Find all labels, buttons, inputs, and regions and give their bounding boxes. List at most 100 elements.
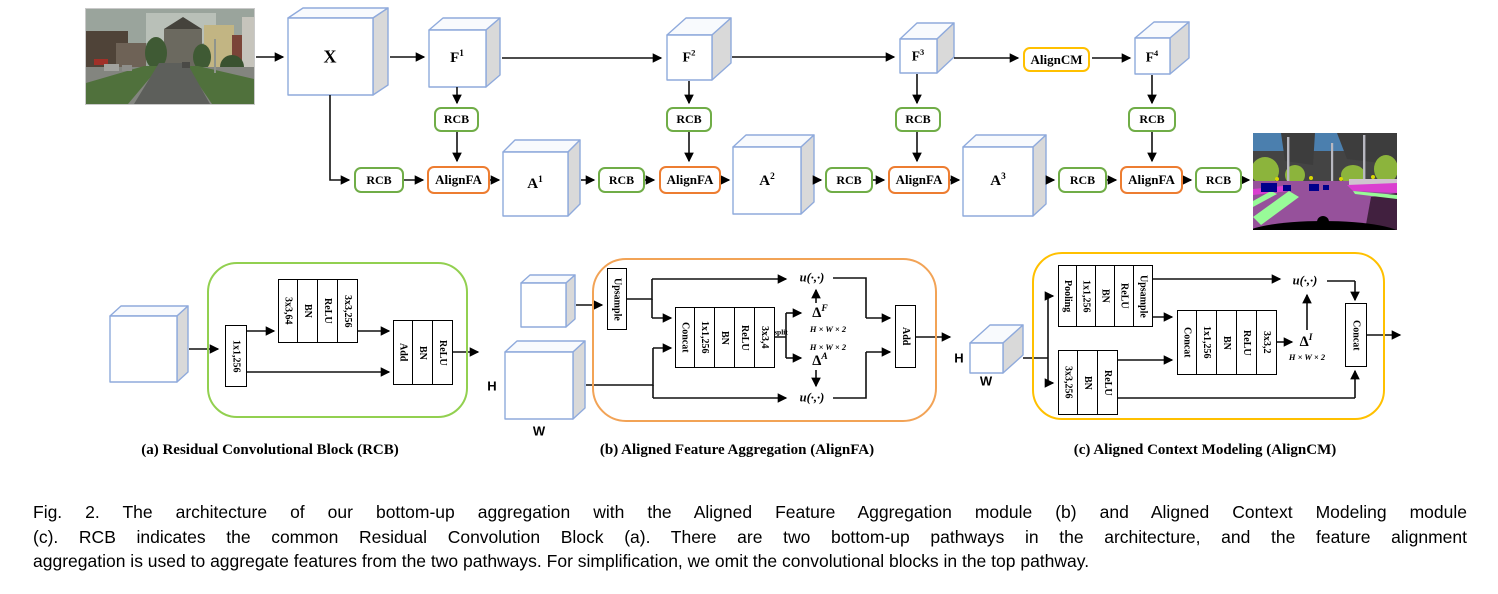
alignfa-upsample-block: Upsample xyxy=(607,268,627,330)
bn-block: BN xyxy=(1078,350,1098,415)
subcaption-c: (c) Aligned Context Modeling (AlignCM) xyxy=(1073,442,1337,458)
height-label: H xyxy=(954,350,964,366)
concat-block: Concat xyxy=(1177,310,1197,375)
width-label: W xyxy=(979,373,993,389)
cube-a1 xyxy=(502,139,581,217)
module-b-outline xyxy=(592,258,937,422)
relu-block: ReLU xyxy=(433,320,453,385)
concat-block: Concat xyxy=(675,307,695,368)
alignfa-box: AlignFA xyxy=(659,166,721,194)
cube-a3 xyxy=(962,134,1047,217)
subcaption-a: (a) Residual Convolutional Block (RCB) xyxy=(141,442,399,458)
rcb-box: RCB xyxy=(354,167,404,193)
cube-label-a3: A3 xyxy=(990,172,1006,189)
add-block: Add xyxy=(895,305,916,368)
module-c-outline xyxy=(1032,252,1385,420)
offset-size-label: H × W × 2 xyxy=(809,324,847,334)
concat-block: Concat xyxy=(1345,303,1367,367)
aligncm-concat-out-block: Concat xyxy=(1345,303,1367,367)
flow-arrows xyxy=(189,52,1402,403)
rcb-box: RCB xyxy=(825,167,873,193)
bn-block: BN xyxy=(1217,310,1237,375)
warp-function-label: u(·,·) xyxy=(1292,273,1318,288)
warp-function-label: u(·,·) xyxy=(799,270,825,285)
cube-f3 xyxy=(899,22,955,74)
conv-1x1-256-block: 1x1,256 xyxy=(225,325,247,387)
cube-label-f3: F3 xyxy=(911,47,925,64)
conv-3x3-4-block: 3x3,4 xyxy=(755,307,775,368)
conv-3x3-256-block: 3x3,256 xyxy=(1058,350,1078,415)
alignfa-box: AlignFA xyxy=(888,166,950,194)
conv-3x3-256-block: 3x3,256 xyxy=(338,279,358,343)
alignfa-box: AlignFA xyxy=(427,166,490,194)
conv-3x3-64-block: 3x3,64 xyxy=(278,279,298,343)
caption-line-3: aggregation is used to aggregate feature… xyxy=(33,551,1090,571)
rcb-box: RCB xyxy=(895,107,941,132)
cube-f2 xyxy=(666,17,732,81)
bn-block: BN xyxy=(413,320,433,385)
figure-caption: Fig. 2. The architecture of our bottom-u… xyxy=(33,500,1467,574)
width-label: W xyxy=(532,423,546,439)
cube-fa-small xyxy=(520,274,576,328)
rcb-box: RCB xyxy=(1128,107,1176,132)
conv-1x1-256-block: 1x1,256 xyxy=(695,307,715,368)
subcaption-b: (b) Aligned Feature Aggregation (AlignFA… xyxy=(599,442,875,458)
offset-size-label: H × W × 2 xyxy=(809,342,847,352)
rcb-box: RCB xyxy=(1058,167,1107,193)
cube-label-f1: F1 xyxy=(450,49,464,66)
delta-i-label: ΔI xyxy=(1299,333,1313,350)
rcb-main-branch-stack: 3x3,64 BN ReLU 3x3,256 xyxy=(278,279,358,343)
bn-block: BN xyxy=(1096,265,1115,327)
rcb-input-conv-block: 1x1,256 xyxy=(225,325,247,387)
cube-fa-large xyxy=(504,340,586,420)
output-segmentation-image xyxy=(1253,133,1397,230)
relu-block: ReLU xyxy=(1237,310,1257,375)
relu-block: ReLU xyxy=(735,307,755,368)
cube-f1 xyxy=(428,17,501,88)
cube-cm-slab xyxy=(969,324,1024,374)
caption-line-2: (c). RCB indicates the common Residual C… xyxy=(33,526,1467,547)
bn-block: BN xyxy=(715,307,735,368)
relu-block: ReLU xyxy=(318,279,338,343)
aligncm-box: AlignCM xyxy=(1023,47,1090,72)
cube-label-a1: A1 xyxy=(527,175,543,192)
alignfa-offset-stack: Concat 1x1,256 BN ReLU 3x3,4 xyxy=(675,307,775,368)
cube-rcb-in xyxy=(109,305,189,383)
upsample-block: Upsample xyxy=(607,268,627,330)
conv-1x1-256-block: 1x1,256 xyxy=(1197,310,1217,375)
cube-label-a2: A2 xyxy=(759,172,775,189)
warp-function-label: u(·,·) xyxy=(799,390,825,405)
rcb-box: RCB xyxy=(666,107,712,132)
bn-block: BN xyxy=(298,279,318,343)
aligncm-pool-branch-stack: Pooling 1x1,256 BN ReLU Upsample xyxy=(1058,265,1153,327)
module-a-outline xyxy=(207,262,468,418)
aligncm-conv-branch-stack: 3x3,256 BN ReLU xyxy=(1058,350,1118,415)
rcb-box: RCB xyxy=(598,167,645,193)
pooling-block: Pooling xyxy=(1058,265,1077,327)
cube-a2 xyxy=(732,134,815,215)
cube-label-f4: F4 xyxy=(1145,48,1159,65)
rcb-output-stack: Add BN ReLU xyxy=(393,320,453,385)
delta-f-label: ΔF xyxy=(812,304,828,321)
input-street-photo xyxy=(85,8,255,105)
delta-a-label: ΔA xyxy=(812,352,828,369)
alignfa-add-block: Add xyxy=(895,305,916,368)
alignfa-box: AlignFA xyxy=(1120,166,1183,194)
height-label: H xyxy=(487,378,497,394)
aligncm-offset-stack: Concat 1x1,256 BN ReLU 3x3,2 xyxy=(1177,310,1277,375)
rcb-box: RCB xyxy=(434,107,479,132)
offset-size-label: H × W × 2 xyxy=(1288,352,1326,362)
cube-label-x: X xyxy=(323,46,337,67)
cube-f4 xyxy=(1134,21,1190,75)
conv-1x1-256-block: 1x1,256 xyxy=(1077,265,1096,327)
relu-block: ReLU xyxy=(1098,350,1118,415)
caption-line-1: Fig. 2. The architecture of our bottom-u… xyxy=(33,502,1467,522)
conv-3x3-2-block: 3x3,2 xyxy=(1257,310,1277,375)
cube-x xyxy=(287,7,389,96)
upsample-block: Upsample xyxy=(1134,265,1153,327)
rcb-box: RCB xyxy=(1195,167,1242,193)
cube-label-f2: F2 xyxy=(682,47,696,66)
add-block: Add xyxy=(393,320,413,385)
